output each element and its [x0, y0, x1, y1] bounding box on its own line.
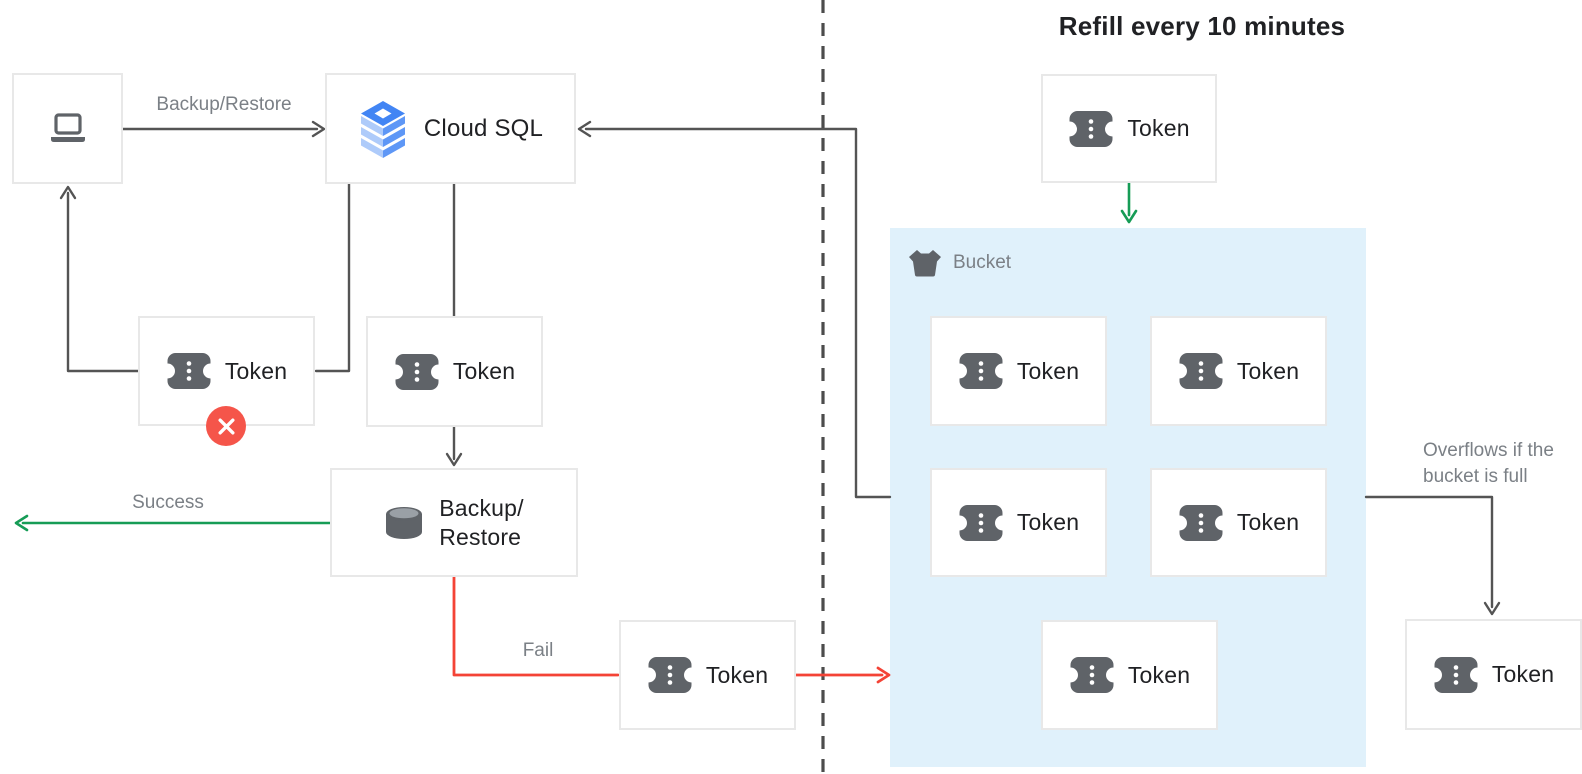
overflow-note-line1: Overflows if the [1423, 440, 1554, 461]
arrowhead-into-bucket-red [876, 666, 891, 684]
token-label: Token [1127, 661, 1191, 688]
bucket-label: Bucket [953, 252, 1012, 273]
token-label: Token [224, 357, 288, 384]
bucket-caption: Bucket [908, 249, 1011, 277]
token-node-bucket-3: Token [930, 468, 1107, 577]
cloud-sql-icon [358, 100, 408, 158]
token-node-bucket-4: Token [1150, 468, 1327, 577]
token-ticket-icon [1069, 655, 1115, 695]
token-node-bucket-1: Token [930, 316, 1107, 426]
connector-token-returned-to-client [66, 191, 140, 373]
connector-cloudsql-to-token-returned [314, 182, 351, 373]
token-ticket-icon [958, 503, 1004, 543]
token-node-bucket-2: Token [1150, 316, 1327, 426]
arrowhead-into-backup-restore [445, 452, 463, 467]
token-label: Token [1236, 357, 1300, 384]
token-ticket-icon [1433, 655, 1479, 695]
token-ticket-icon [1178, 503, 1224, 543]
cloud-sql-label: Cloud SQL [423, 114, 544, 142]
arrowhead-into-client [59, 185, 77, 200]
backup-restore-node: Backup/ Restore [330, 468, 578, 577]
token-node-consumed: Token [366, 316, 543, 427]
token-ticket-icon [958, 351, 1004, 391]
arrowhead-into-overflow-token [1483, 601, 1501, 616]
error-x-icon [206, 406, 246, 446]
bucket-icon [908, 249, 942, 277]
token-label: Token [1236, 509, 1300, 535]
token-node-bucket-5: Token [1041, 620, 1218, 730]
token-label: Token [1491, 661, 1555, 687]
overflow-note-line2: bucket is full [1423, 466, 1528, 487]
edge-label-backup-restore: Backup/Restore [156, 94, 292, 115]
edge-label-fail: Fail [522, 640, 554, 661]
laptop-icon [48, 112, 88, 145]
connector-bucket-overflow [1364, 495, 1494, 609]
overflow-note: Overflows if the bucket is full [1423, 438, 1554, 490]
backup-restore-label-line1: Backup/ [439, 494, 524, 521]
token-node-failed: Token [619, 620, 796, 730]
connector-bucket-to-cloudsql [584, 127, 892, 499]
backup-restore-label-line2: Restore [439, 523, 522, 550]
token-label: Token [1016, 509, 1080, 535]
page-title: Refill every 10 minutes [1058, 11, 1346, 41]
token-label: Token [1127, 115, 1190, 141]
token-node-overflow: Token [1405, 619, 1582, 730]
arrowhead-into-cloudsql-right [577, 120, 592, 138]
token-ticket-icon [1068, 109, 1114, 149]
arrowhead-refill [1120, 209, 1138, 224]
arrowhead-success [14, 514, 29, 532]
edge-label-success: Success [132, 492, 204, 513]
connector-fail-to-token [452, 575, 620, 677]
backup-restore-label: Backup/ Restore [439, 494, 524, 552]
arrowhead-into-cloudsql-left [311, 120, 326, 138]
token-ticket-icon [394, 352, 440, 392]
token-ticket-icon [166, 351, 212, 391]
client-node [12, 73, 123, 184]
token-ticket-icon [647, 655, 693, 695]
database-icon [384, 506, 424, 540]
cloud-sql-node: Cloud SQL [325, 73, 576, 184]
token-node-refill: Token [1041, 74, 1217, 183]
token-label: Token [1016, 357, 1080, 384]
token-label: Token [452, 358, 516, 384]
token-label: Token [705, 661, 769, 688]
token-ticket-icon [1178, 351, 1224, 391]
